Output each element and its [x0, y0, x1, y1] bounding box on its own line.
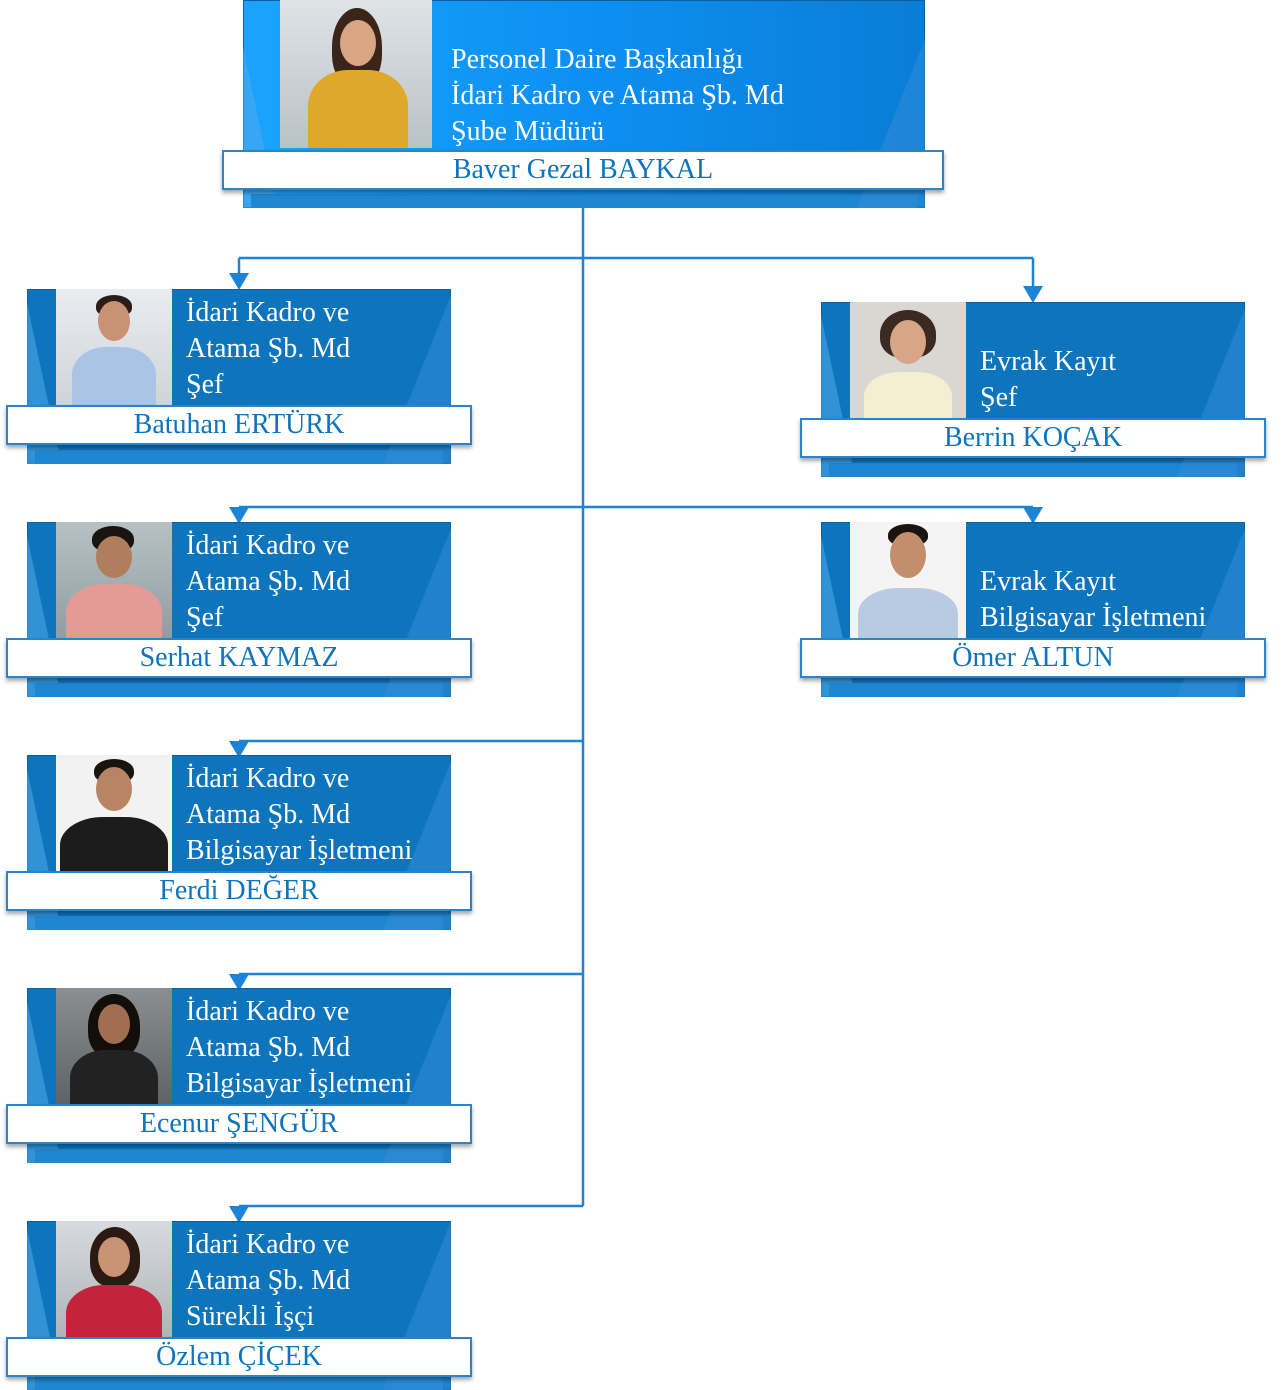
staff-title-line: Şef: [186, 369, 224, 400]
staff-name: Ecenur ŞENGÜR: [6, 1104, 472, 1144]
staff-photo: [56, 522, 172, 638]
staff-photo: [850, 302, 966, 418]
staff-photo: [56, 988, 172, 1104]
staff-title: İdari Kadro ve Atama Şb. Md Sürekli İşçi: [186, 1227, 350, 1335]
staff-title-line: Bilgisayar İşletmeni: [186, 835, 413, 866]
staff-title: İdari Kadro ve Atama Şb. Md Bilgisayar İ…: [186, 761, 412, 869]
root-name: Baver Gezal BAYKAL: [222, 150, 944, 190]
staff-card: Evrak Kayıt Bilgisayar İşletmeni Ömer AL…: [800, 522, 1266, 697]
arrow-head: [229, 974, 249, 991]
staff-title-line: Bilgisayar İşletmeni: [186, 1068, 413, 1099]
staff-title-line: Atama Şb. Md: [186, 566, 351, 597]
staff-title-line: İdari Kadro ve: [186, 1229, 350, 1260]
staff-card: İdari Kadro ve Atama Şb. Md Bilgisayar İ…: [6, 988, 472, 1163]
arrow-head: [229, 1206, 249, 1223]
arrow-head: [1023, 507, 1043, 524]
staff-card: İdari Kadro ve Atama Şb. Md Sürekli İşçi…: [6, 1221, 472, 1390]
staff-title-line: Atama Şb. Md: [186, 1032, 351, 1063]
arrow-head: [229, 507, 249, 524]
staff-title-line: Şef: [980, 382, 1018, 413]
staff-name: Ömer ALTUN: [800, 638, 1266, 678]
staff-title-line: Atama Şb. Md: [186, 799, 351, 830]
staff-card: İdari Kadro ve Atama Şb. Md Şef Serhat K…: [6, 522, 472, 697]
staff-name: Batuhan ERTÜRK: [6, 405, 472, 445]
staff-name: Ferdi DEĞER: [6, 871, 472, 911]
staff-name: Berrin KOÇAK: [800, 418, 1266, 458]
staff-title: Evrak Kayıt Bilgisayar İşletmeni: [980, 564, 1206, 636]
staff-title: İdari Kadro ve Atama Şb. Md Şef: [186, 295, 350, 403]
staff-title-line: Bilgisayar İşletmeni: [980, 602, 1207, 633]
arrow-head: [229, 273, 249, 290]
staff-title-line: Atama Şb. Md: [186, 333, 351, 364]
root-photo: [280, 0, 432, 148]
staff-photo: [56, 755, 172, 871]
staff-name: Serhat KAYMAZ: [6, 638, 472, 678]
staff-title-line: İdari Kadro ve: [186, 297, 350, 328]
staff-title-line: Evrak Kayıt: [980, 346, 1117, 377]
staff-photo: [850, 522, 966, 638]
staff-name: Özlem ÇİÇEK: [6, 1337, 472, 1377]
staff-title: Evrak Kayıt Şef: [980, 344, 1116, 416]
staff-title: İdari Kadro ve Atama Şb. Md Bilgisayar İ…: [186, 994, 412, 1102]
staff-title: İdari Kadro ve Atama Şb. Md Şef: [186, 528, 350, 636]
staff-title-line: İdari Kadro ve: [186, 530, 350, 561]
arrow-head: [229, 741, 249, 758]
staff-title-line: İdari Kadro ve: [186, 996, 350, 1027]
arrow-head: [1023, 286, 1043, 303]
root-title-line: İdari Kadro ve Atama Şb. Md: [451, 80, 784, 111]
staff-title-line: Sürekli İşçi: [186, 1301, 315, 1332]
staff-photo: [56, 289, 172, 405]
staff-card: İdari Kadro ve Atama Şb. Md Şef Batuhan …: [6, 289, 472, 464]
staff-card: İdari Kadro ve Atama Şb. Md Bilgisayar İ…: [6, 755, 472, 930]
staff-card: Evrak Kayıt Şef Berrin KOÇAK: [800, 302, 1266, 477]
root-title: Personel Daire Başkanlığı İdari Kadro ve…: [451, 42, 784, 150]
staff-title-line: Atama Şb. Md: [186, 1265, 351, 1296]
root-title-line: Personel Daire Başkanlığı: [451, 44, 744, 75]
root-title-line: Şube Müdürü: [451, 116, 605, 147]
staff-title-line: Şef: [186, 602, 224, 633]
root-card: Personel Daire Başkanlığı İdari Kadro ve…: [222, 0, 944, 208]
staff-photo: [56, 1221, 172, 1337]
staff-title-line: İdari Kadro ve: [186, 763, 350, 794]
staff-title-line: Evrak Kayıt: [980, 566, 1117, 597]
